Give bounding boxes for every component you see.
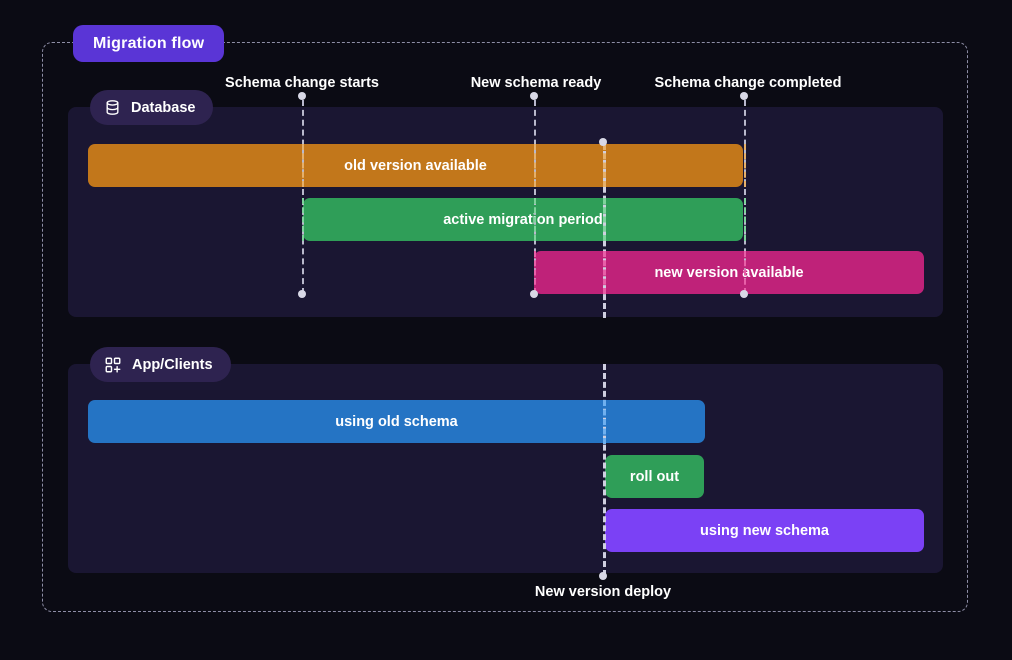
marker-dot-schema-change-starts-bottom [298, 290, 306, 298]
lane-badge-app-clients[interactable]: App/Clients [90, 347, 231, 382]
marker-line-new-schema-ready [534, 100, 536, 294]
bar-label: new version available [654, 264, 804, 281]
marker-line-schema-change-starts [302, 100, 304, 294]
marker-dot-schema-change-completed-bottom [740, 290, 748, 298]
deploy-dot-bottom [599, 572, 607, 580]
bar-old-version-available[interactable]: old version available [88, 144, 743, 187]
marker-dot-schema-change-starts-top [298, 92, 306, 100]
diagram-title-pill: Migration flow [73, 25, 225, 62]
bar-label: using new schema [700, 522, 829, 539]
marker-label-schema-change-starts: Schema change starts [225, 75, 379, 91]
lane-badge-database[interactable]: Database [90, 90, 214, 125]
apps-grid-plus-icon [104, 356, 122, 374]
database-icon [104, 99, 121, 116]
marker-line-overlay-green-1 [302, 198, 304, 241]
bar-roll-out[interactable]: roll out [605, 455, 704, 498]
bar-label: using old schema [335, 413, 458, 430]
marker-line-schema-change-completed [744, 100, 746, 294]
marker-line-overlay-orange-3 [744, 144, 746, 187]
marker-label-new-version-deploy: New version deploy [534, 584, 672, 600]
bar-label: old version available [344, 157, 487, 174]
marker-dot-schema-change-completed-top [740, 92, 748, 100]
bar-label: roll out [629, 468, 680, 485]
deploy-line-overlay-blue [603, 400, 606, 444]
deploy-line-overlay-pink [603, 251, 606, 294]
marker-label-schema-change-completed: Schema change completed [654, 75, 842, 91]
deploy-line-segment-app [603, 364, 606, 576]
deploy-line-overlay-green-db [603, 198, 606, 241]
marker-dot-new-schema-ready-top [530, 92, 538, 100]
marker-line-overlay-green-2 [534, 198, 536, 241]
deploy-line-overlay-orange [603, 144, 606, 187]
deploy-dot-top [599, 138, 607, 146]
bar-active-migration-period[interactable]: active migration period [303, 198, 743, 241]
bar-using-new-schema[interactable]: using new schema [605, 509, 924, 552]
marker-line-overlay-pink-2 [534, 251, 536, 294]
bar-using-old-schema[interactable]: using old schema [88, 400, 705, 443]
marker-label-new-schema-ready: New schema ready [470, 75, 602, 91]
marker-line-overlay-green-3 [744, 198, 746, 241]
diagram-outer-frame [42, 42, 968, 612]
page-title: Migration flow [93, 34, 205, 52]
marker-line-overlay-pink-3 [744, 251, 746, 294]
bar-label: active migration period [443, 211, 603, 228]
lane-badge-label: Database [131, 99, 196, 116]
lane-badge-label: App/Clients [132, 356, 213, 373]
bar-new-version-available[interactable]: new version available [534, 251, 924, 294]
marker-line-overlay-orange-1 [302, 144, 304, 187]
marker-line-overlay-orange-2 [534, 144, 536, 187]
marker-dot-new-schema-ready-bottom [530, 290, 538, 298]
